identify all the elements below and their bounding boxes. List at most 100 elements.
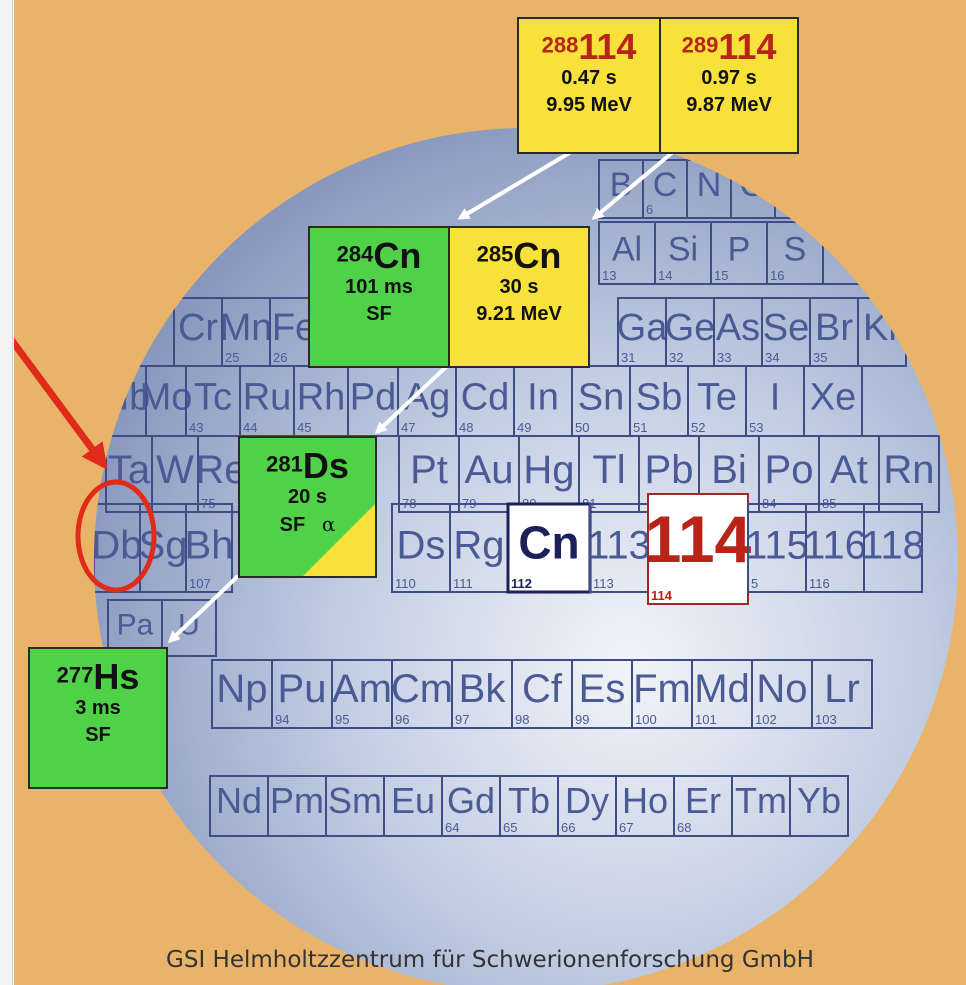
element-symbol: Ho <box>622 780 668 821</box>
element-symbol: Np <box>216 667 267 711</box>
element-symbol: Tc <box>194 376 232 418</box>
element-symbol: Rn <box>883 448 934 492</box>
mass-number: 288 <box>541 32 579 58</box>
element-symbol: Bh <box>185 524 234 568</box>
element-cell: Tm <box>731 775 791 837</box>
atomic-number: 97 <box>455 712 469 727</box>
element-symbol: Br <box>815 307 853 349</box>
element-symbol: Yb <box>797 780 841 821</box>
atomic-number: 65 <box>503 820 517 835</box>
atomic-number: 6 <box>646 202 653 217</box>
decay-arrow <box>374 364 449 435</box>
element-cell: 118 <box>861 503 925 593</box>
element-symbol: Es <box>579 667 626 711</box>
atomic-number: 16 <box>770 268 784 283</box>
element-symbol: Pt <box>410 448 448 492</box>
element-symbol: C <box>653 166 678 204</box>
element-symbol: P <box>728 230 751 268</box>
element-symbol: I <box>770 376 781 418</box>
element-symbol: N <box>697 166 722 204</box>
atomic-number: 94 <box>275 712 289 727</box>
atomic-number: 102 <box>755 712 777 727</box>
atomic-number: 111 <box>453 576 473 591</box>
half-life: 0.47 s <box>561 67 617 89</box>
atomic-number: 45 <box>297 420 311 435</box>
element-symbol: Pb <box>645 448 694 492</box>
mass-number: 281 <box>266 451 303 477</box>
half-life: 3 ms <box>75 697 121 719</box>
half-life: 0.97 s <box>701 67 757 89</box>
element-symbol: Nd <box>216 780 262 821</box>
atomic-number: 35 <box>813 350 827 365</box>
element-symbol: W <box>156 448 194 492</box>
element-symbol: Cr <box>178 307 218 349</box>
element-symbol: Ds <box>302 445 349 486</box>
atomic-number: 52 <box>691 420 705 435</box>
nuclide-card-281-ds: 281Ds 20 s SF α <box>238 436 377 578</box>
element-symbol: Po <box>765 448 814 492</box>
element-symbol: Sn <box>578 376 624 418</box>
atomic-number: 99 <box>575 712 589 727</box>
atomic-number: 34 <box>765 350 779 365</box>
decay-arrows <box>14 150 675 644</box>
element-symbol: Dy <box>565 780 609 821</box>
element-symbol: Sb <box>636 376 682 418</box>
element-symbol: 115 <box>745 524 809 568</box>
element-cell: W <box>151 435 199 513</box>
element-symbol: 114 <box>645 502 752 576</box>
atomic-number: 53 <box>749 420 763 435</box>
decay-mode: SF <box>279 514 306 536</box>
element-symbol: Bi <box>711 448 747 492</box>
atomic-number: 15 <box>714 268 728 283</box>
element-symbol: Pd <box>350 376 396 418</box>
element-cell: Sn 50 <box>571 365 631 437</box>
decay-arrow <box>167 574 240 644</box>
element-symbol: Pm <box>270 780 324 821</box>
element-symbol: Cf <box>522 667 563 711</box>
atomic-number: 98 <box>515 712 529 727</box>
decay-mode: SF <box>366 303 392 325</box>
element-symbol: Sg <box>139 524 188 568</box>
element-symbol: Db <box>91 524 142 568</box>
element-symbol: Pa <box>117 609 154 642</box>
decay-energy: 9.87 MeV <box>686 94 772 116</box>
element-symbol: 118 <box>861 524 925 568</box>
element-symbol: Tl <box>592 448 625 492</box>
decay-arrow <box>457 150 573 220</box>
element-symbol: V <box>137 307 163 349</box>
atomic-number: 50 <box>575 420 589 435</box>
element-symbol: Gd <box>447 780 495 821</box>
element-symbol: Au <box>465 448 514 492</box>
mass-number: 289 <box>681 32 719 58</box>
element-symbol: Cm <box>391 667 453 711</box>
atomic-number: 100 <box>635 712 657 727</box>
atomic-number: 101 <box>695 712 717 727</box>
element-symbol: Hs <box>93 656 140 697</box>
element-symbol: Mo <box>140 376 193 418</box>
decay-energy: 9.21 MeV <box>476 303 562 325</box>
atomic-number: 49 <box>517 420 531 435</box>
mass-number: 285 <box>476 241 514 267</box>
element-symbol: Er <box>685 780 721 821</box>
atomic-number: 25 <box>225 350 239 365</box>
element-symbol: Cn <box>373 235 422 276</box>
element-symbol: At <box>830 448 868 492</box>
element-symbol: Tb <box>508 780 550 821</box>
atomic-number: 64 <box>445 820 459 835</box>
element-symbol: Ge <box>665 307 716 349</box>
atomic-number: 66 <box>561 820 575 835</box>
spreadsheet-edge <box>0 0 13 985</box>
atomic-number: 113 <box>593 576 614 591</box>
atomic-number: 32 <box>669 350 683 365</box>
element-symbol: 114 <box>718 26 777 67</box>
element-symbol: Te <box>697 376 737 418</box>
